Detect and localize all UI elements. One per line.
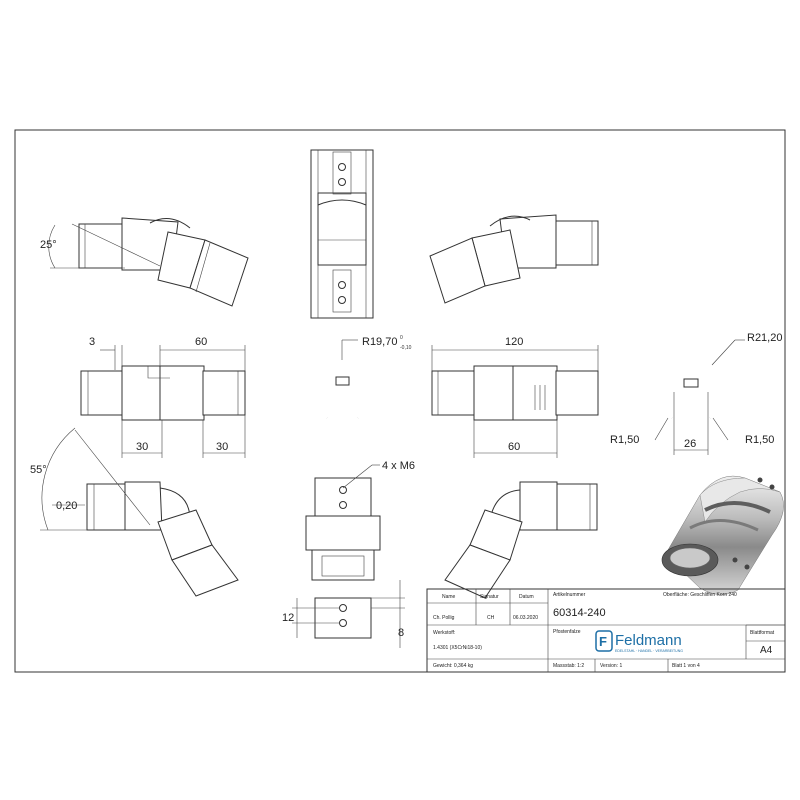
tb-article-no: 60314-240 (553, 607, 606, 619)
tb-version: Version: 1 (600, 663, 622, 669)
dim-60-left: 60 (195, 336, 207, 348)
tb-date: 06.03.2020 (513, 615, 538, 621)
tb-werkstoff-label: Werkstoff: (433, 630, 455, 636)
dim-tol-upper: 0 (400, 335, 403, 341)
view-side-right: 120 60 (431, 336, 599, 458)
tb-werkstoff: 1.4301 (X5CrNi18-10) (433, 645, 482, 651)
view-angled-25-left: 25° (40, 217, 249, 307)
dim-8: 8 (398, 627, 404, 639)
tb-col-datum: Datum (519, 594, 534, 600)
dim-12: 12 (282, 612, 294, 624)
dim-020: 0,20 (56, 500, 77, 512)
tb-col-artikel: Artikelnummer (553, 592, 586, 598)
dim-120: 120 (505, 336, 523, 348)
title-block: Name Signatur Datum Artikelnummer Oberfl… (426, 588, 786, 673)
dim-tol-lower: -0,10 (400, 345, 412, 351)
dim-r2120: R21,20 (747, 332, 782, 344)
tb-signature: CH (487, 615, 495, 621)
view-top-holes: 4 x M6 12 8 (282, 460, 415, 648)
view-front-top (310, 149, 374, 319)
svg-text:F: F (599, 634, 607, 649)
dim-angle-55: 55° (30, 464, 47, 476)
view-angled-55-left: 55° 0,20 (30, 427, 239, 597)
view-section-r1970: R19,70 0 -0,10 (315, 335, 412, 420)
3d-render (661, 475, 784, 595)
tb-benennung: Pfostenfalze (553, 629, 581, 635)
dim-r1970: R19,70 (362, 336, 397, 348)
tb-massstab: Massstab: 1:2 (553, 663, 584, 669)
tb-col-name: Name (442, 594, 456, 600)
dim-30-b: 30 (216, 441, 228, 453)
sheet-border (14, 129, 786, 673)
dim-60-right: 60 (508, 441, 520, 453)
tb-blatt: Blatt 1 von 4 (672, 663, 700, 669)
tb-blattformat: A4 (760, 645, 773, 656)
view-side-left: 3 60 30 30 (80, 336, 246, 458)
logo-icon (595, 630, 613, 652)
tb-col-signatur: Signatur (480, 594, 499, 600)
dim-3: 3 (89, 336, 95, 348)
dim-30-a: 30 (136, 441, 148, 453)
view-angled-55-right (444, 481, 598, 599)
dim-holes: 4 x M6 (382, 460, 415, 472)
dim-26: 26 (684, 438, 696, 450)
logo-text: Feldmann (615, 632, 682, 649)
tb-gewicht: Gewicht: 0,364 kg (433, 663, 473, 669)
dim-angle-25: 25° (40, 239, 57, 251)
view-angled-25-right (429, 214, 599, 304)
logo-subtitle: EDELSTAHL · HANDEL · VERARBEITUNG (615, 649, 683, 653)
dim-r150-right: R1,50 (745, 434, 774, 446)
dim-r150-left: R1,50 (610, 434, 639, 446)
tb-oberflaeche: Oberfläche: Geschliffen Korn 240 (663, 592, 737, 598)
tb-blattformat-label: Blattformat (750, 630, 775, 636)
tb-author: Ch. Pollig (433, 615, 455, 621)
view-section-r2120: 26 R21,20 R1,50 R1,50 (610, 332, 782, 455)
